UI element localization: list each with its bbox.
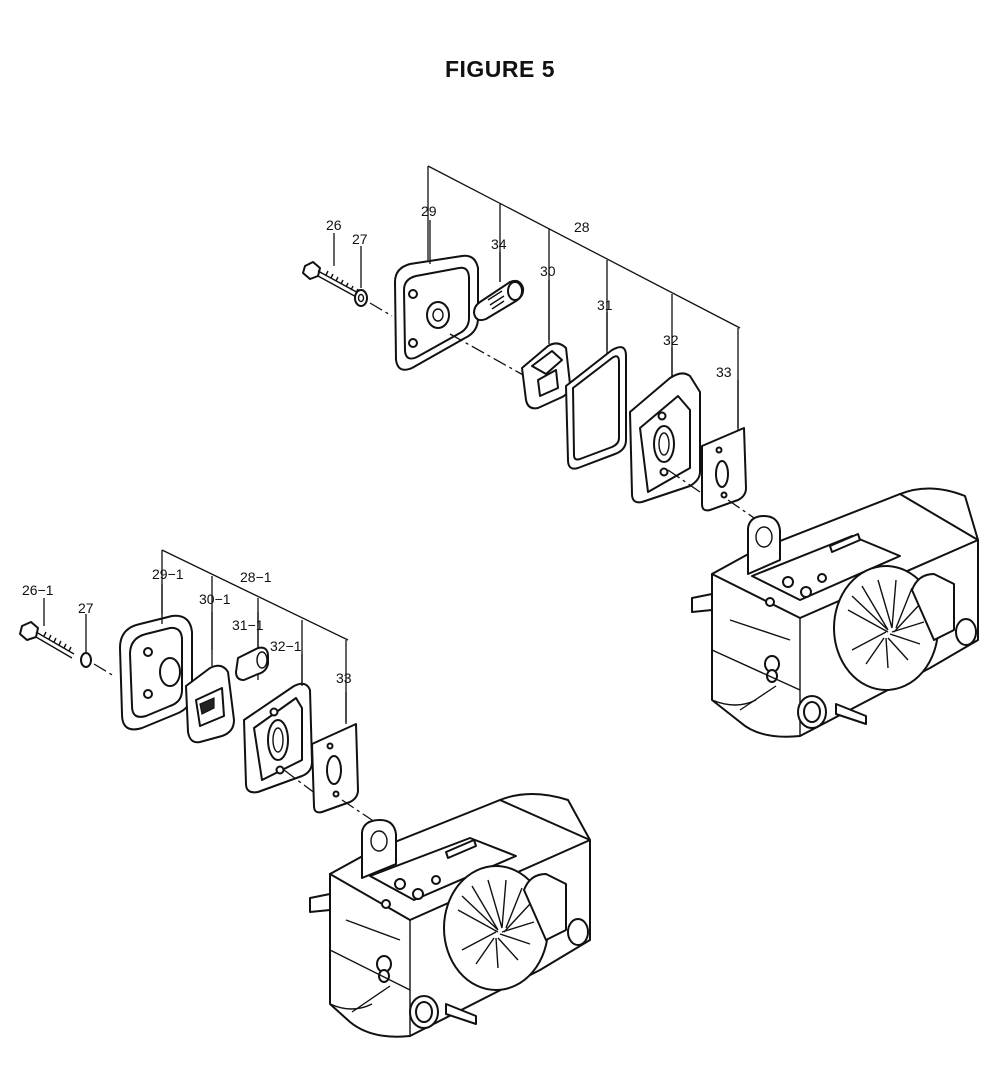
callout-26: 26: [326, 217, 342, 233]
muffler-cover-29-1: [119, 584, 193, 731]
lower-assembly: [19, 549, 591, 1038]
heat-plate-32: [629, 348, 701, 504]
callout-30-1: 30−1: [199, 591, 231, 607]
callout-32-1: 32−1: [270, 638, 302, 654]
washer-27: [354, 246, 393, 317]
callout-labels: 26 27 29 34 28 30 31 32 33 26−1 27 29−1 …: [22, 203, 732, 686]
muffler-body-30: [521, 280, 571, 410]
callout-28: 28: [574, 219, 590, 235]
bolt-26-1: [19, 598, 75, 659]
upper-assembly: [302, 165, 979, 738]
callout-28-1: 28−1: [240, 569, 272, 585]
callout-33: 33: [716, 364, 732, 380]
crankcase-lower: [309, 793, 591, 1038]
callout-31-1: 31−1: [232, 617, 264, 633]
spark-arrester-34: [473, 252, 525, 322]
callout-27: 27: [352, 231, 368, 247]
heat-plate-32-1: [243, 654, 317, 795]
figure-title: FIGURE 5: [444, 56, 556, 82]
gasket-33-lower: [311, 692, 373, 821]
callout-29-1: 29−1: [152, 566, 184, 582]
muffler-body-30-1: [185, 612, 235, 744]
washer-27-lower: [80, 614, 115, 677]
gasket-33: [701, 380, 761, 523]
spark-arrester-31-1: [235, 612, 269, 681]
callout-30: 30: [540, 263, 556, 279]
callout-26-1: 26−1: [22, 582, 54, 598]
gasket-31: [565, 312, 627, 470]
callout-31: 31: [597, 297, 613, 313]
bolt-26: [302, 233, 363, 300]
crankcase-upper: [691, 487, 979, 738]
callout-33-lower: 33: [336, 670, 352, 686]
callout-27-lower: 27: [78, 600, 94, 616]
callout-34: 34: [491, 236, 507, 252]
muffler-cover-29: [394, 220, 526, 377]
callout-29: 29: [421, 203, 437, 219]
callout-32: 32: [663, 332, 679, 348]
